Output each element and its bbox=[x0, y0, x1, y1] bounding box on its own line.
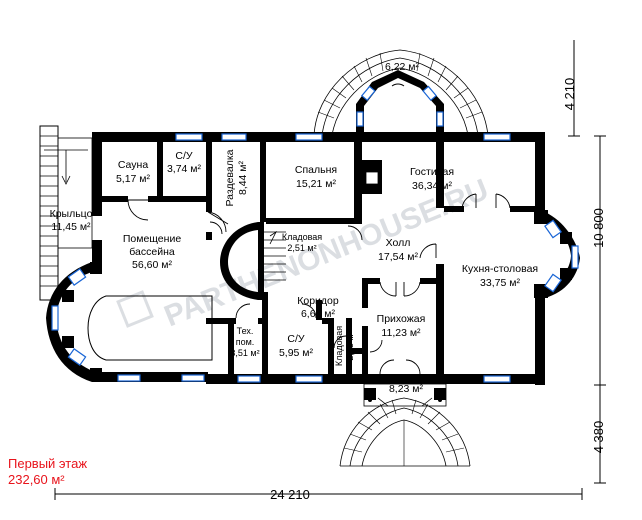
storage2-area: 2,63 м² bbox=[345, 331, 355, 360]
storage1-name: Кладовая bbox=[282, 232, 322, 242]
entrance-area: 11,23 м² bbox=[381, 327, 421, 339]
bedroom-name: Спальня bbox=[295, 164, 337, 176]
tech-name-line1: Тех. bbox=[237, 326, 254, 336]
pool-name-line2: бассейна bbox=[129, 246, 175, 258]
top-bay-stairs bbox=[313, 49, 489, 137]
wc1-area: 3,74 м² bbox=[167, 163, 202, 175]
tech-area: 3,51 м² bbox=[230, 348, 259, 358]
porch-area: 11,45 м² bbox=[51, 221, 91, 233]
floor-title: Первый этаж bbox=[8, 456, 88, 471]
floor-total-area: 232,60 м² bbox=[8, 472, 65, 487]
bay-bottom-area: 8,23 м² bbox=[389, 383, 424, 395]
kitchen-name: Кухня-столовая bbox=[462, 263, 538, 275]
top-bay-walls bbox=[356, 70, 444, 136]
bottom-bay-stairs bbox=[339, 397, 471, 467]
dimension-top-projection: 4 210 bbox=[562, 78, 577, 111]
fireplace bbox=[365, 171, 379, 185]
windows bbox=[51, 85, 579, 383]
dimension-overall-width: 24 210 bbox=[270, 487, 310, 502]
sauna-area: 5,17 м² bbox=[116, 173, 151, 185]
wc1-name: С/У bbox=[175, 150, 193, 162]
room-labels: 6,22 м² Сауна 5,17 м² С/У 3,74 м² Раздев… bbox=[50, 61, 539, 395]
dimension-lines bbox=[54, 40, 606, 500]
tech-name-line2: пом. bbox=[236, 337, 255, 347]
bedroom-area: 15,21 м² bbox=[296, 178, 336, 190]
bay-top-area: 6,22 м² bbox=[385, 61, 420, 73]
changing-area: 8,44 м² bbox=[237, 160, 249, 195]
pool-basin bbox=[87, 295, 213, 361]
pool-name-line1: Помещение bbox=[123, 233, 181, 245]
top-bay-door bbox=[391, 83, 405, 87]
porch-name: Крыльцо bbox=[50, 208, 93, 220]
sauna-name: Сауна bbox=[118, 159, 148, 171]
entrance-name: Прихожая bbox=[377, 313, 426, 325]
kitchen-area: 33,75 м² bbox=[480, 277, 520, 289]
changing-name: Раздевалка bbox=[224, 149, 236, 206]
tower-stairs bbox=[264, 230, 286, 281]
floor-summary: Первый этаж 232,60 м² bbox=[8, 456, 87, 488]
corridor-name: Коридор bbox=[297, 295, 339, 307]
living-area: 36,34 м² bbox=[412, 180, 452, 192]
corridor-area: 6,61 м² bbox=[301, 308, 336, 320]
hall-area: 17,54 м² bbox=[378, 251, 418, 263]
doors bbox=[127, 193, 511, 375]
living-name: Гостиная bbox=[410, 166, 454, 178]
storage2-name: Кладовая bbox=[334, 326, 344, 366]
pool-area: 56,60 м² bbox=[132, 259, 172, 271]
storage1-area: 2,51 м² bbox=[287, 243, 316, 253]
hall-name: Холл bbox=[386, 237, 411, 249]
wc2-name: С/У bbox=[287, 333, 305, 345]
dimension-bottom-projection: 4 380 bbox=[591, 421, 606, 454]
interior-walls bbox=[92, 142, 536, 384]
wc2-area: 5,95 м² bbox=[279, 347, 314, 359]
dimension-main-depth: 10 800 bbox=[591, 208, 606, 248]
